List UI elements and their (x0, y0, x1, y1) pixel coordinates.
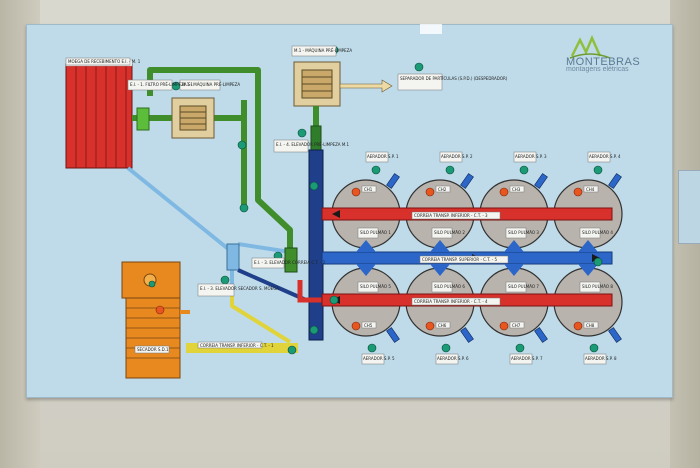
silo-1-label: SILO PULMÃO 1 (360, 230, 391, 235)
ch-8-label: CH8 (586, 323, 595, 328)
dryer-unit (122, 262, 190, 378)
silo-2-label: SILO PULMÃO 2 (434, 230, 465, 235)
aerator-1-label: AERADOR S.P. 1 (367, 154, 399, 159)
ch-4-label: CH4 (586, 187, 595, 192)
elevator-pre-label: E.I. - 4. ELEVADOR PRÉ-LIMPEZA M.1 (276, 142, 350, 147)
aerator-7-label: AERADOR S.P. 7 (511, 356, 543, 361)
belt-inf-1-label: CORREIA TRANSP. INFERIOR - C.T. - 3 (414, 213, 488, 218)
aerator-4-label: AERADOR S.P. 4 (589, 154, 621, 159)
light-reflection (420, 24, 442, 34)
aerator-8-label: AERADOR S.P. 8 (585, 356, 617, 361)
machine1-label: M.1 - MÁQUINA PRÉ-LIMPEZA (182, 82, 240, 87)
ch-7-label: CH7 (512, 323, 521, 328)
ch-2-label: CH2 (438, 187, 447, 192)
belt-inf-4-label: CORREIA TRANSP. INFERIOR - C.T. - 4 (414, 299, 488, 304)
aerator-5-label: AERADOR S.P. 5 (363, 356, 395, 361)
moega-hopper (66, 60, 132, 168)
lower-belt-label: CORREIA TRANSP. INFERIOR - C.T. - 1 (200, 343, 274, 348)
separator-label: SEPARADOR DE PARTÍCULAS (S.P.D.) (DESPED… (400, 76, 508, 81)
separator-arrow (340, 80, 392, 92)
ch-5-label: CH5 (364, 323, 373, 328)
aerator-3-label: AERADOR S.P. 3 (515, 154, 547, 159)
silo-6-label: SILO PULMÃO 6 (434, 284, 465, 289)
dryer-label: SECADOR S.D.1 (137, 347, 169, 352)
elevator-box (311, 126, 321, 152)
ch-3-label: CH3 (512, 187, 521, 192)
aerator-6-label: AERADOR S.P. 6 (437, 356, 469, 361)
silo-4-label: SILO PULMÃO 4 (582, 230, 613, 235)
elevator-dryer-label: E.I. - 3. ELEVADOR SECADOR S. MOEGA (200, 286, 279, 291)
pre-cleaning-machine-2 (294, 62, 340, 106)
moega-label: MOEGA DE RECEBIMENTO E.I. - M. 1 (68, 59, 141, 64)
silo-5-label: SILO PULMÃO 5 (360, 284, 391, 289)
pre-cleaning-machine-1 (172, 98, 214, 138)
ch-6-label: CH6 (438, 323, 447, 328)
brand-block: MONTEBRAS montagens elétricas (566, 56, 640, 73)
elevator-belt-label: E.I. - 3. ELEVADOR CORREIA C.T. - 2 (254, 260, 326, 265)
elevator-secador (227, 244, 239, 270)
distribution-elevator (309, 150, 323, 340)
silo-3-label: SILO PULMÃO 3 (508, 230, 539, 235)
machine2-label: M.1 - MÁQUINA PRÉ-LIMPEZA (294, 48, 352, 53)
silo-8-label: SILO PULMÃO 8 (582, 284, 613, 289)
silo-7-label: SILO PULMÃO 7 (508, 284, 539, 289)
ch-1-label: CH1 (364, 187, 373, 192)
aerator-2-label: AERADOR S.P. 2 (441, 154, 473, 159)
montebras-logo (570, 38, 610, 58)
filter-block (137, 108, 149, 130)
belt-sup-label: CORREIA TRANSP. SUPERIOR - C.T. - 5 (422, 257, 497, 262)
navy-yellow-lines (186, 270, 306, 348)
